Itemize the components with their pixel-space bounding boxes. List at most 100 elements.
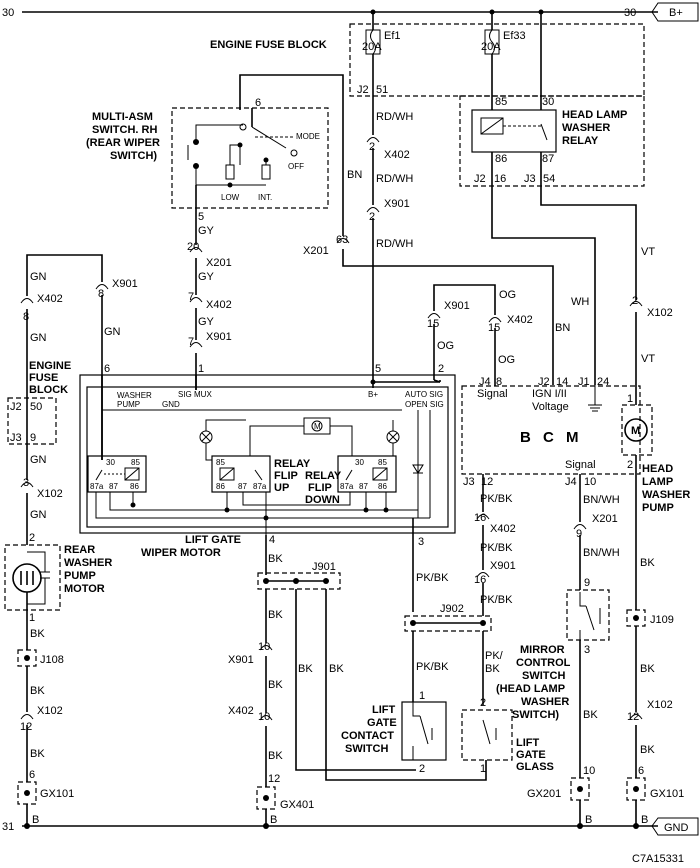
connector-x402f: [259, 715, 273, 721]
contact-switch-p2: 2: [419, 763, 425, 775]
flip-up-title-3: UP: [274, 482, 289, 494]
connector-x901d: [427, 313, 441, 319]
relay-a-87: 87: [109, 482, 118, 491]
gnd-label: GND: [664, 822, 689, 834]
x402b-pin: 7: [188, 291, 194, 303]
wire-gn-4: GN: [30, 509, 47, 521]
lift-gate-glass-switch-box: [461, 709, 513, 761]
wire-bn-1: BN: [347, 169, 362, 181]
x901c-name: X901: [112, 278, 138, 290]
x901e-name: X901: [490, 560, 516, 572]
connector-x402e: [476, 514, 490, 520]
wire-rdwh-2: RD/WH: [376, 173, 413, 185]
x201b-name: X201: [206, 257, 232, 269]
wire-gn-5: GN: [104, 326, 121, 338]
x402d-pin: 15: [488, 322, 500, 334]
connector-x901f: [259, 645, 273, 651]
fuse-ef33-rating: 20A: [481, 41, 501, 53]
x201b-pin: 20: [187, 241, 199, 253]
glass-switch-p2: 2: [480, 697, 486, 709]
head-pump-title-3: WASHER: [642, 489, 690, 501]
contact-switch-p1: 1: [419, 690, 425, 702]
connector-x901c: [95, 284, 109, 290]
gx101b-name: GX101: [650, 788, 684, 800]
module-auto-sig: AUTO SIG: [405, 390, 443, 399]
gx101b-pin: 6: [638, 765, 644, 777]
j902-label: J902: [440, 603, 464, 615]
x901d-name: X901: [444, 300, 470, 312]
bcm-title: B C M: [520, 429, 583, 446]
module-gnd: GND: [162, 400, 180, 409]
bcm-p14: 14: [556, 376, 568, 388]
bcm-p24: 24: [597, 376, 609, 388]
gx401-name: GX401: [280, 799, 314, 811]
x102b-pin: 3: [23, 477, 29, 489]
wire-bn-feed: [239, 74, 344, 236]
mirror-title-6: SWITCH): [512, 709, 559, 721]
washer-pump-relay: [87, 455, 147, 493]
relay-p54: 54: [543, 173, 555, 185]
j109-label: J109: [650, 614, 674, 626]
bcm-j3: J3: [463, 476, 475, 488]
x102c-pin: 12: [20, 721, 32, 733]
bplus-tag: [651, 2, 699, 22]
wire-vt-1: VT: [641, 246, 655, 258]
connector-x402a: [366, 137, 380, 143]
wire-bk-12: BK: [640, 663, 655, 675]
glass-title-2: GATE: [516, 749, 546, 761]
mirror-switch-icon: [585, 605, 595, 631]
left-fuse-title-1: ENGINE: [29, 360, 71, 372]
wire-pkbk-extra: PK/BK: [480, 594, 513, 606]
rail-31-left: 31: [2, 821, 14, 833]
relay-a-85: 85: [131, 458, 140, 467]
glass-title-1: LIFT: [516, 737, 539, 749]
switch-mode: MODE: [296, 132, 320, 141]
x402e-pin: 16: [474, 512, 486, 524]
wire-bk-5: BK: [268, 609, 283, 621]
flip-down-title-3: DOWN: [305, 494, 340, 506]
glass-title-3: GLASS: [516, 761, 554, 773]
splice-j901: [257, 572, 341, 590]
x901e-pin: 16: [474, 574, 486, 586]
connector-x102a-name: X102: [647, 307, 673, 319]
wire-pkbk-2: PK/BK: [416, 661, 449, 673]
relay-a-87a: 87a: [90, 482, 104, 491]
x402f-pin: 10: [258, 711, 270, 723]
wire-bk-6: BK: [268, 679, 283, 691]
wire-og-2: OG: [499, 289, 516, 301]
relay-c-85: 85: [378, 458, 387, 467]
relay-p16: 16: [494, 173, 506, 185]
ground-b-3: B: [585, 814, 592, 826]
rear-pump-pin2: 2: [29, 532, 35, 544]
gx201-name: GX201: [527, 788, 561, 800]
x201c-pin: 9: [576, 528, 582, 540]
gx101a-name: GX101: [40, 788, 74, 800]
wire-bnwh-2: BN/WH: [583, 547, 620, 559]
module-bplus: B+: [368, 390, 378, 399]
ground-b-1: B: [32, 814, 39, 826]
switch-pin-6: 6: [255, 97, 261, 109]
head-pump-title-2: LAMP: [642, 476, 673, 488]
bcm-signal-out: Signal: [565, 459, 596, 471]
relay-b-87a: 87a: [253, 482, 267, 491]
wire-gy-1: GY: [198, 225, 215, 237]
mirror-switch-p3: 3: [584, 644, 590, 656]
left-fuse-title-3: BLOCK: [29, 384, 68, 396]
wire-pkbk-3: PK/BK: [480, 493, 513, 505]
connector-x201a: [336, 238, 350, 244]
switch-title-1: MULTI-ASM: [92, 111, 153, 123]
switch-int: INT.: [258, 193, 272, 202]
module-pump: PUMP: [117, 400, 140, 409]
x901c-pin: 8: [98, 288, 104, 300]
bcm-voltage: Voltage: [532, 401, 569, 413]
wire-bk-8: BK: [298, 663, 313, 675]
wire-bk-9: BK: [329, 663, 344, 675]
relay-pin-86: 86: [495, 153, 507, 165]
rear-pump-title-3: PUMP: [64, 570, 96, 582]
x402a-pin: 2: [369, 141, 375, 153]
wire-bk-2: BK: [30, 685, 45, 697]
module-pin-4: 4: [269, 534, 275, 546]
module-pin-6: 6: [104, 363, 110, 375]
